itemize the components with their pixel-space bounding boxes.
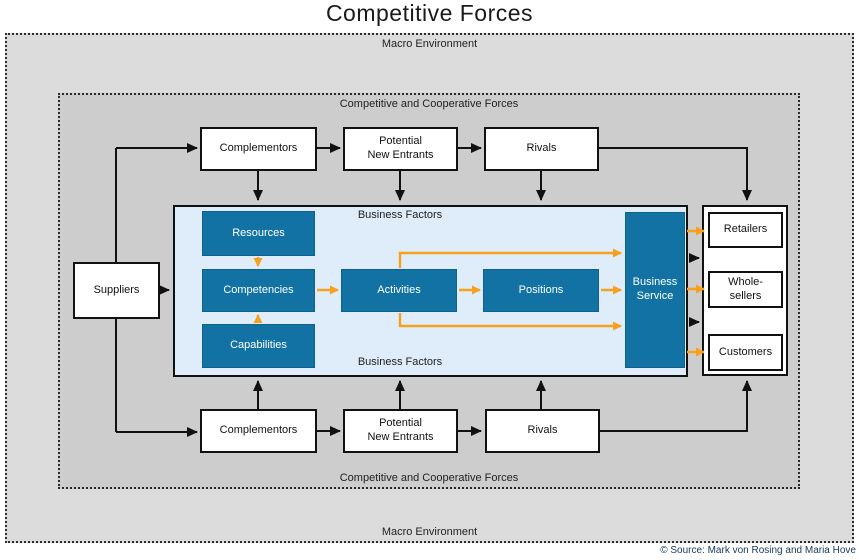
page-title: Competitive Forces	[325, 0, 534, 26]
capabilities-box: Capabilities	[202, 324, 315, 368]
business-factors-label-top: Business Factors	[357, 209, 443, 221]
rivals-top-box: Rivals	[484, 127, 599, 171]
retailers-box: Retailers	[708, 212, 783, 248]
source-credit: © Source: Mark von Rosing and Maria Hove	[660, 545, 856, 556]
activities-box: Activities	[341, 269, 457, 312]
complementors-bottom-box: Complementors	[200, 409, 317, 453]
macro-environment-label-bottom: Macro Environment	[381, 526, 478, 538]
competencies-box: Competencies	[202, 269, 315, 312]
business-service-box: Business Service	[625, 212, 685, 368]
complementors-top-box: Complementors	[200, 127, 317, 171]
positions-box: Positions	[483, 269, 599, 312]
potential-new-entrants-bottom-box: Potential New Entrants	[343, 409, 458, 453]
competitive-zone-label-bottom: Competitive and Cooperative Forces	[339, 472, 519, 484]
rivals-bottom-box: Rivals	[485, 409, 600, 453]
wholesellers-box: Whole- sellers	[708, 271, 783, 308]
business-factors-label-bottom: Business Factors	[357, 356, 443, 368]
customers-box: Customers	[708, 334, 783, 371]
potential-new-entrants-top-box: Potential New Entrants	[343, 127, 458, 171]
resources-box: Resources	[202, 211, 315, 256]
competitive-zone-label-top: Competitive and Cooperative Forces	[339, 98, 519, 110]
macro-environment-label-top: Macro Environment	[381, 38, 478, 50]
suppliers-box: Suppliers	[73, 262, 160, 319]
